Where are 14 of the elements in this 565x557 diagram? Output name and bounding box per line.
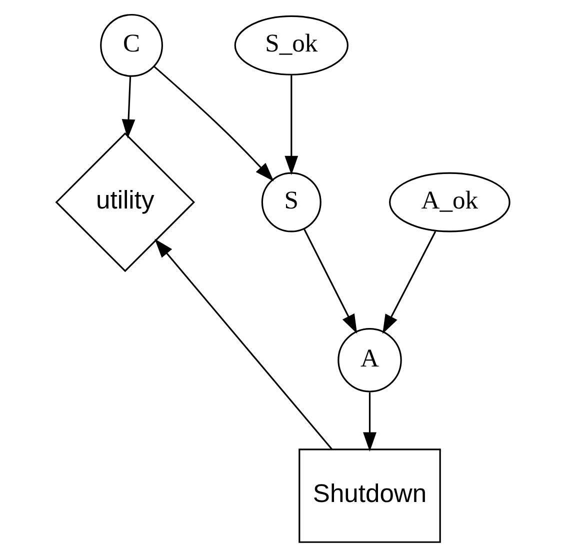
arrow: [121, 76, 135, 139]
node-diamond: utility: [54, 132, 195, 272]
arrow: [303, 229, 357, 334]
arrow: [382, 231, 436, 334]
node-circle: S: [260, 172, 321, 232]
node-circle: C: [100, 14, 162, 77]
arrow: [362, 392, 376, 452]
arrow: [284, 75, 298, 176]
node-ellipse: A_ok: [388, 172, 510, 232]
node-box: Shutdown: [298, 448, 440, 543]
arrow: [154, 238, 332, 450]
node-circle: A: [337, 328, 402, 392]
node-ellipse: S_ok: [234, 15, 348, 76]
arrow: [153, 66, 274, 182]
